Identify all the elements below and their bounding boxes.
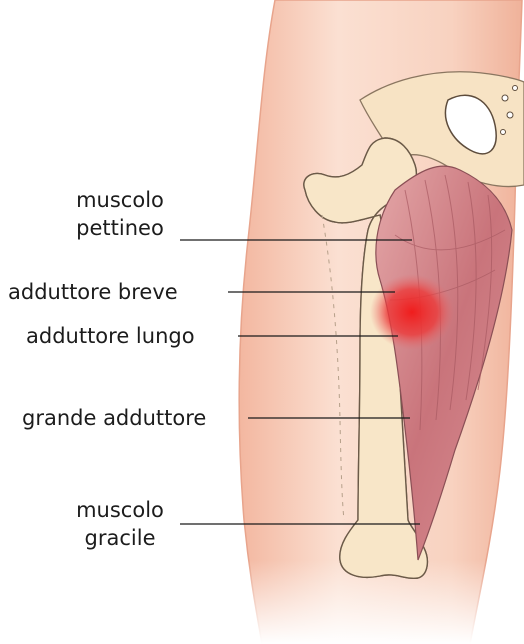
label-grande-adduttore: grande adduttore xyxy=(22,404,206,432)
label-pettineo-line1: muscolo xyxy=(40,186,200,214)
injury-highlight xyxy=(370,274,454,350)
label-muscolo-pettineo: muscolo pettineo xyxy=(40,186,200,242)
label-adduttore-breve: adduttore breve xyxy=(8,278,178,306)
label-muscolo-gracile: muscolo gracile xyxy=(40,496,200,552)
label-gracile-line2: gracile xyxy=(40,524,200,552)
label-gracile-line1: muscolo xyxy=(40,496,200,524)
label-adduttore-lungo: adduttore lungo xyxy=(26,322,195,350)
label-pettineo-line2: pettineo xyxy=(40,214,200,242)
